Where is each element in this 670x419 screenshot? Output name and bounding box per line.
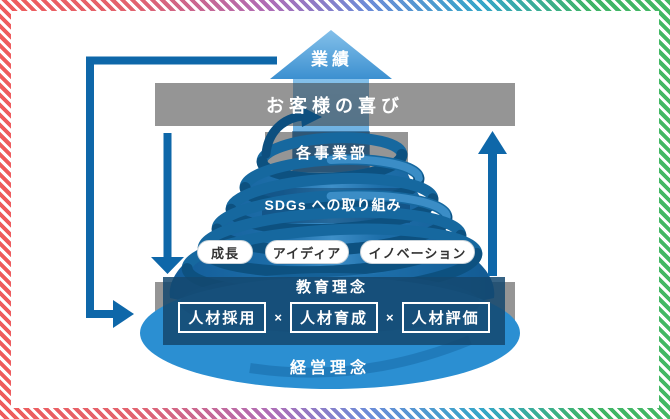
pill-growth: 成長 <box>197 240 253 264</box>
hr-box-development: 人材育成 <box>289 301 378 333</box>
sdgs-label: SDGs への取り組み <box>264 197 402 213</box>
multiply-sign: × <box>274 309 282 325</box>
up-arrow-icon <box>478 131 507 276</box>
customer-joy-label: お客様の喜び <box>266 95 404 116</box>
management-philosophy-label: 経営理念 <box>289 360 370 377</box>
spiral-diagram-graphic <box>86 30 520 389</box>
down-arrow-icon <box>151 133 184 274</box>
education-philosophy-label: 教育理念 <box>295 279 368 296</box>
hr-box-evaluation: 人材評価 <box>401 301 490 333</box>
pill-innovation: イノベーション <box>360 240 475 264</box>
loop-arrow-icon <box>86 56 277 328</box>
diagram-canvas: 業績 お客様の喜び 各事業部 SDGs への取り組み 成長 アイディア イノベー… <box>11 11 659 408</box>
hr-box-recruitment: 人材採用 <box>178 301 267 333</box>
performance-label: 業績 <box>311 49 353 69</box>
education-panel <box>163 277 505 345</box>
pill-idea: アイディア <box>265 240 349 264</box>
customer-bar <box>155 83 515 126</box>
spiral-tip-arrow-icon <box>261 106 322 159</box>
division-label: 各事業部 <box>295 145 368 162</box>
hr-items-row: 人材採用 × 人材育成 × 人材評価 <box>163 301 505 333</box>
multiply-sign: × <box>386 309 394 325</box>
